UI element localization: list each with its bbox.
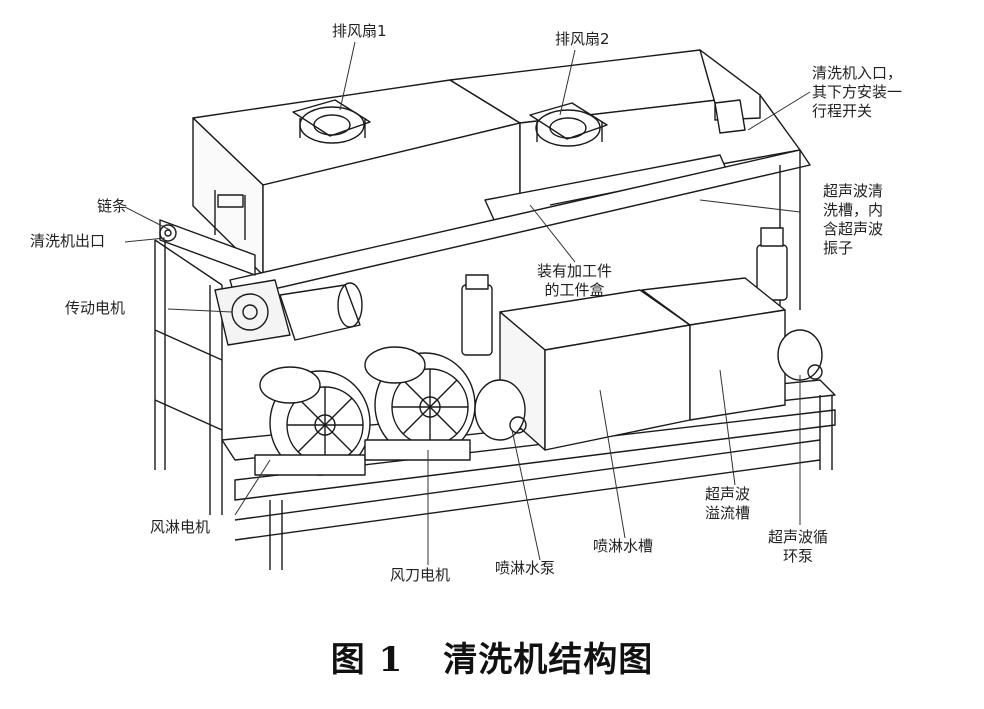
label-entrance-line-2: 其下方安装一 — [812, 83, 903, 101]
drive-motor — [214, 279, 363, 346]
label-workpiece-box-line-1: 装有加工件 — [537, 262, 613, 280]
overflow-tank — [641, 277, 786, 421]
circulation-pump — [777, 329, 823, 381]
label-spray-pump: 喷淋水泵 — [495, 559, 556, 577]
label-exit: 清洗机出口 — [30, 232, 106, 250]
label-ultrasonic-tank-line-3: 含超声波 — [823, 220, 884, 238]
label-workpiece-box: 装有加工件 的工件盒 — [537, 262, 612, 300]
shower-motor — [254, 366, 371, 476]
exhaust-fan-2 — [529, 102, 608, 147]
label-circulation-pump-line-1: 超声波循 — [768, 528, 829, 546]
exhaust-fan-1 — [292, 99, 371, 144]
label-overflow-tank-line-2: 溢流槽 — [705, 504, 751, 522]
label-fan-2: 排风扇2 — [555, 30, 610, 48]
label-entrance-line-3: 行程开关 — [812, 102, 873, 120]
label-chain: 链条 — [97, 197, 128, 215]
label-ultrasonic-tank-line-2: 洗槽，内 — [823, 201, 884, 219]
filter-left — [461, 274, 493, 356]
label-overflow-tank: 超声波 溢流槽 — [705, 485, 750, 523]
label-shower-motor: 风淋电机 — [150, 518, 211, 536]
label-entrance-line-1: 清洗机入口， — [812, 64, 903, 82]
spray-tank — [499, 289, 691, 451]
label-overflow-tank-line-1: 超声波 — [705, 485, 751, 503]
label-circulation-pump-line-2: 环泵 — [783, 547, 814, 565]
hood-left — [192, 79, 521, 276]
label-drive-motor: 传动电机 — [65, 299, 126, 317]
label-circulation-pump: 超声波循 环泵 — [768, 528, 828, 566]
label-entrance: 清洗机入口， 其下方安装一 行程开关 — [812, 64, 902, 121]
label-spray-tank: 喷淋水槽 — [593, 537, 654, 555]
spray-pump — [474, 379, 527, 441]
label-fan-1: 排风扇1 — [332, 22, 387, 40]
label-air-knife-motor: 风刀电机 — [390, 566, 451, 584]
label-ultrasonic-tank: 超声波清 洗槽，内 含超声波 振子 — [823, 182, 883, 258]
label-ultrasonic-tank-line-1: 超声波清 — [823, 182, 884, 200]
left-frame — [154, 239, 223, 515]
leader-lines — [124, 41, 811, 565]
exit-conveyor — [159, 190, 256, 276]
figure-caption: 图 1 清洗机结构图 — [0, 632, 984, 681]
filter-right — [756, 227, 788, 301]
air-knife-motor — [364, 346, 476, 461]
label-ultrasonic-tank-line-4: 振子 — [823, 239, 854, 257]
figure-number: 图 1 — [330, 640, 404, 680]
label-workpiece-box-line-2: 的工件盒 — [544, 281, 605, 299]
figure-title: 清洗机结构图 — [443, 640, 654, 680]
